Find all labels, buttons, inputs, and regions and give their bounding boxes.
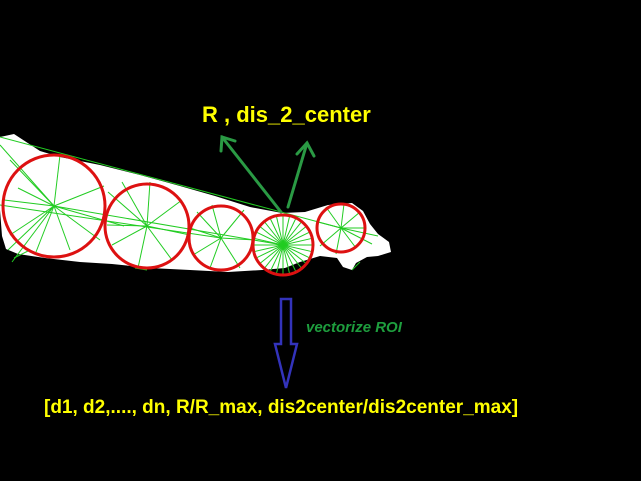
ray-line <box>282 244 313 253</box>
inscribed-circle <box>315 202 367 254</box>
ray-line <box>282 244 303 269</box>
inscribed-circle <box>251 213 315 277</box>
ray-line <box>335 227 342 255</box>
ray-line <box>263 244 284 269</box>
ray-line <box>17 187 55 207</box>
annotation-arrows <box>219 135 316 214</box>
vectorize-arrow <box>273 297 299 389</box>
ray-line <box>7 205 55 251</box>
ray-line <box>275 244 284 275</box>
feature-vector-label: [d1, d2,...., dn, R/R_max, dis2center/di… <box>44 397 519 418</box>
ray-line <box>192 237 222 256</box>
ray-line <box>35 205 55 253</box>
ray-line <box>255 231 284 246</box>
ray-line <box>11 205 55 263</box>
ray-line <box>146 225 173 261</box>
ray-line <box>282 225 307 246</box>
ray-line <box>220 209 245 239</box>
ray-line <box>111 225 148 246</box>
radius-distance-label: R , dis_2_center <box>202 102 371 127</box>
arrow-distance-head <box>295 140 316 158</box>
inscribed-circle <box>1 153 107 259</box>
ray-line <box>282 244 307 265</box>
ray-line <box>259 244 284 265</box>
ray-line <box>146 181 151 227</box>
ray-line <box>340 227 379 237</box>
ray-line <box>269 244 284 273</box>
ray-line <box>13 249 31 259</box>
ray-line <box>255 244 284 259</box>
ray-line <box>282 237 313 246</box>
inscribed-circle <box>103 182 191 270</box>
ray-line <box>282 244 291 275</box>
ray-line <box>340 203 345 229</box>
ray-line <box>259 225 284 246</box>
ray-line <box>211 204 222 239</box>
ray-line <box>340 227 357 249</box>
vectorize-roi-label: vectorize ROI <box>306 319 402 336</box>
arrow-radius-line <box>220 135 283 214</box>
ray-line <box>282 217 297 246</box>
ray-line <box>282 215 291 246</box>
ray-line <box>282 221 303 246</box>
inscribed-circles <box>1 153 367 277</box>
ray-line <box>0 144 55 207</box>
ray-line <box>282 244 297 273</box>
ray-line <box>209 237 222 269</box>
ray-line <box>53 205 284 246</box>
ray-line <box>220 237 241 269</box>
arrow-radius-head <box>219 135 237 153</box>
ray-line <box>282 244 311 259</box>
ray-line <box>3 199 55 207</box>
ray-line <box>351 261 361 271</box>
ray-line <box>0 204 222 239</box>
roi-shape <box>0 134 391 272</box>
ray-line <box>53 205 125 227</box>
ray-line <box>53 185 105 207</box>
ray-line <box>9 159 55 207</box>
ray-line <box>146 199 183 227</box>
ray-line <box>53 205 101 241</box>
ray-line <box>340 227 373 245</box>
ray-line <box>9 205 55 236</box>
arrow-distance-line <box>286 141 309 209</box>
ray-line <box>269 217 284 246</box>
ray-line <box>253 244 284 253</box>
ray-line <box>325 206 342 229</box>
ray-line <box>0 136 342 229</box>
ray-line <box>263 221 284 246</box>
ray-line <box>340 211 361 229</box>
ray-line <box>53 154 61 207</box>
ray-line <box>275 215 284 246</box>
ray-line <box>282 231 311 246</box>
ray-line <box>137 225 148 269</box>
